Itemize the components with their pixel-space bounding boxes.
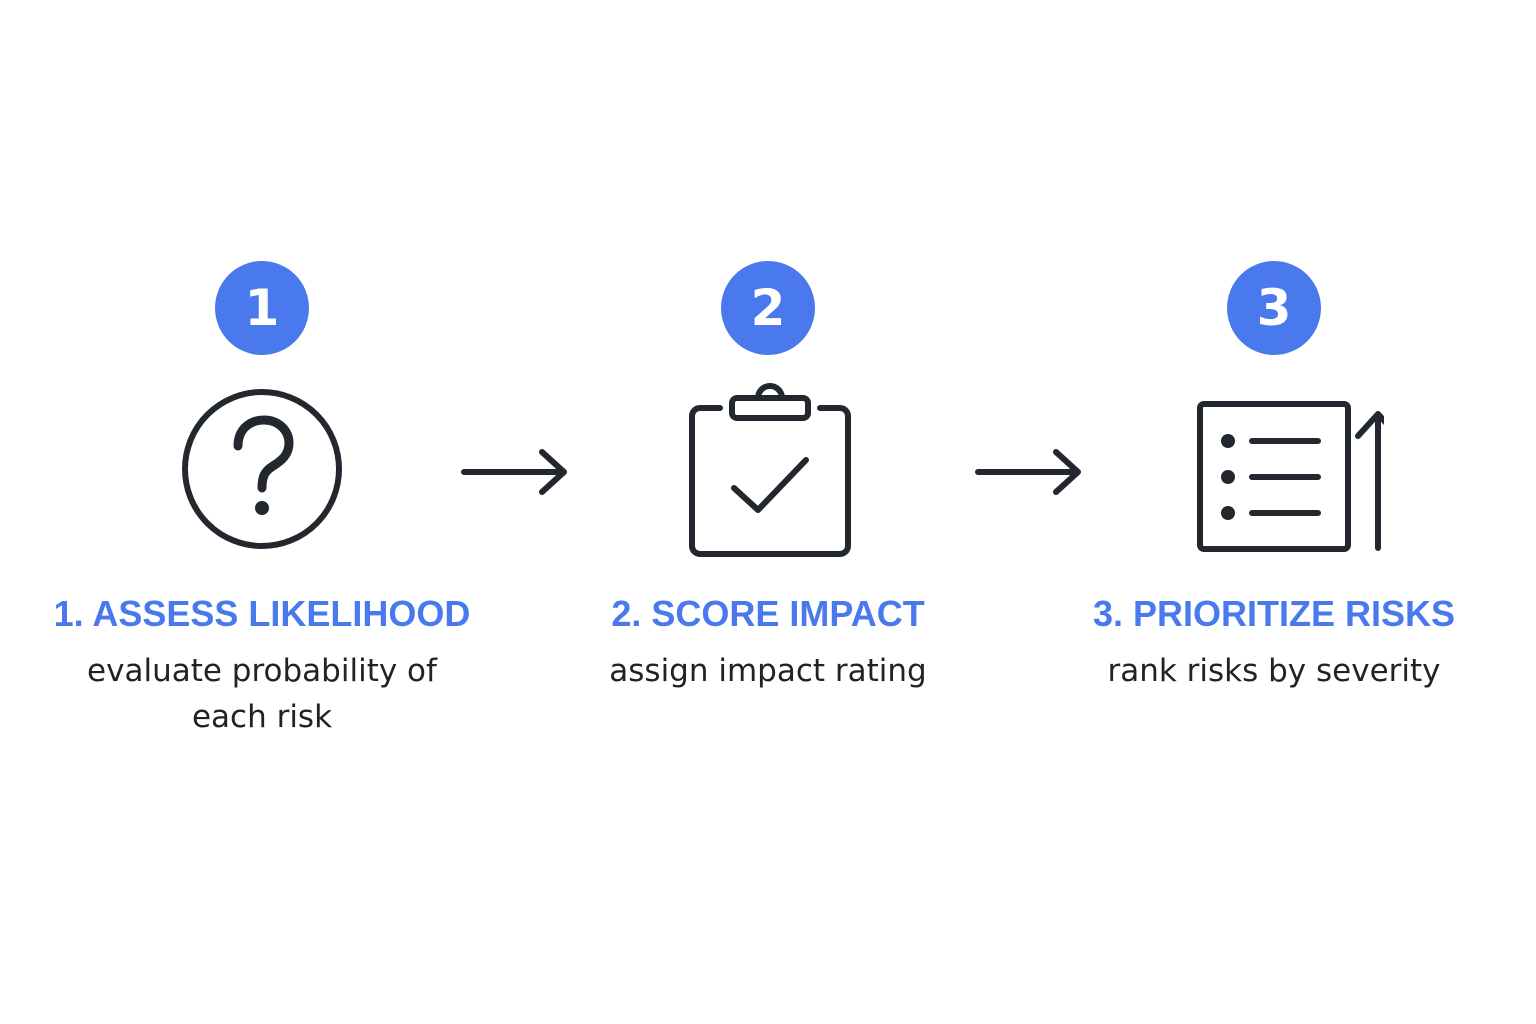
step-title: 2. SCORE IMPACT <box>611 593 925 634</box>
step-number-badge: 3 <box>1227 261 1321 355</box>
step-title: 1. ASSESS LIKELIHOOD <box>53 593 471 634</box>
clipboard-check-icon <box>658 380 878 560</box>
step-description: rank risks by severity <box>1107 653 1441 689</box>
step-title: 3. PRIORITIZE RISKS <box>1092 593 1456 634</box>
arrow-right-icon <box>970 440 1090 504</box>
step-description: evaluate probability of each risk <box>87 653 437 735</box>
step-description: assign impact rating <box>609 653 927 689</box>
step-number-badge: 2 <box>721 261 815 355</box>
step-1: 1 1. ASSESS LIKELIHOOD evaluate probabil… <box>22 0 502 1024</box>
question-circle-icon <box>152 380 372 560</box>
step-number-badge: 1 <box>215 261 309 355</box>
arrow-right-icon <box>456 440 576 504</box>
ranked-list-icon <box>1164 380 1384 560</box>
step-3: 3 3. PRIORITIZE RISKS rank risks by seve… <box>1034 0 1514 1024</box>
step-2: 2 2. SCORE IMPACT assign impact rating <box>528 0 1008 1024</box>
